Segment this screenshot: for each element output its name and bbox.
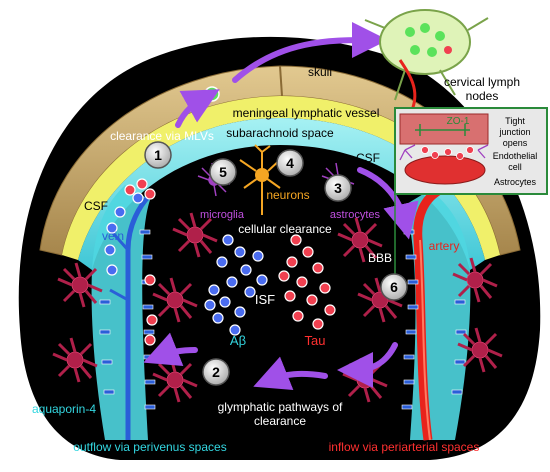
arrow-outflow bbox=[143, 332, 198, 367]
label-astrocytes: astrocytes bbox=[330, 209, 381, 221]
artery-vessel bbox=[413, 186, 443, 441]
arrow-to-lymph-nodes bbox=[232, 22, 388, 83]
inset-label-endothelial-2: cell bbox=[508, 162, 522, 172]
inset-label-tight-1: Tight bbox=[505, 116, 525, 126]
step-5-label: 5 bbox=[219, 164, 227, 180]
step-3-marker: 3 bbox=[324, 174, 352, 202]
step-6-label: 6 bbox=[390, 279, 398, 295]
lymphatic-vessel-node bbox=[204, 86, 220, 102]
arrow-glymphatic bbox=[253, 356, 328, 391]
step-3-label: 3 bbox=[334, 180, 342, 196]
label-isf: ISF bbox=[255, 292, 275, 307]
label-clearance-mlvs: clearance via MLVs bbox=[110, 129, 214, 143]
tau-dots bbox=[278, 234, 336, 330]
astrocyte-cells bbox=[52, 212, 503, 403]
vein-branch bbox=[109, 231, 130, 302]
label-meningeal-lymphatic-vessel: meningeal lymphatic vessel bbox=[233, 106, 380, 120]
inset-label-endothelial-1: Endothelial bbox=[493, 151, 538, 161]
label-artery: artery bbox=[429, 239, 460, 253]
label-csf-left: CSF bbox=[84, 199, 108, 213]
subarachnoid-band bbox=[78, 118, 485, 270]
step-2-label: 2 bbox=[212, 364, 220, 380]
inset-label-zo1: ZO-1 bbox=[447, 116, 470, 127]
label-tau: Tau bbox=[305, 333, 326, 348]
inset-label-tight-3: opens bbox=[503, 138, 528, 148]
label-glymphatic-1: glymphatic pathways of bbox=[218, 400, 343, 414]
label-aquaporin: aquaporin-4 bbox=[32, 402, 96, 416]
lymph-node-icon bbox=[364, 9, 489, 111]
label-subarachnoid-space: subarachnoid space bbox=[226, 126, 334, 140]
step-1-marker: 1 bbox=[144, 141, 172, 169]
step-6-marker: 6 bbox=[380, 273, 408, 301]
label-cervical-lymph-nodes-1: cervical lymph bbox=[444, 75, 520, 89]
label-cellular-clearance: cellular clearance bbox=[238, 222, 332, 236]
arrow-inflow-bottom bbox=[337, 342, 398, 388]
label-microglia: microglia bbox=[200, 209, 245, 221]
step-5-marker: 5 bbox=[209, 158, 237, 186]
label-vein: vein bbox=[102, 229, 124, 243]
step-1-label: 1 bbox=[154, 147, 162, 163]
step-4-marker: 4 bbox=[276, 149, 304, 177]
label-abeta: Aβ bbox=[230, 333, 246, 348]
skull-suture bbox=[279, 65, 283, 97]
bbb-inset bbox=[394, 107, 548, 195]
inset-label-astrocytes: Astrocytes bbox=[494, 177, 537, 187]
artery-highlight bbox=[419, 239, 431, 441]
arrow-clearance-mlv bbox=[175, 89, 220, 128]
flow-arrows bbox=[143, 22, 419, 391]
label-neurons: neurons bbox=[266, 188, 309, 202]
inset-label-tight-2: junction bbox=[498, 127, 530, 137]
step-4-label: 4 bbox=[286, 155, 294, 171]
abeta-dots bbox=[204, 234, 268, 336]
label-skull: skull bbox=[308, 65, 332, 79]
label-cervical-lymph-nodes-2: nodes bbox=[466, 89, 499, 103]
neuron-icon bbox=[239, 144, 283, 215]
step-2-marker: 2 bbox=[202, 358, 230, 386]
label-bbb: BBB bbox=[368, 251, 392, 265]
label-outflow: outflow via perivenus spaces bbox=[73, 440, 226, 454]
step-markers: 1 2 3 4 5 6 bbox=[144, 141, 408, 386]
lymphatic-band bbox=[62, 96, 500, 260]
label-glymphatic-2: clearance bbox=[254, 414, 306, 428]
label-inflow: inflow via periarterial spaces bbox=[329, 440, 480, 454]
label-csf-right: CSF bbox=[356, 151, 380, 165]
arrow-csf-inflow bbox=[357, 167, 419, 240]
